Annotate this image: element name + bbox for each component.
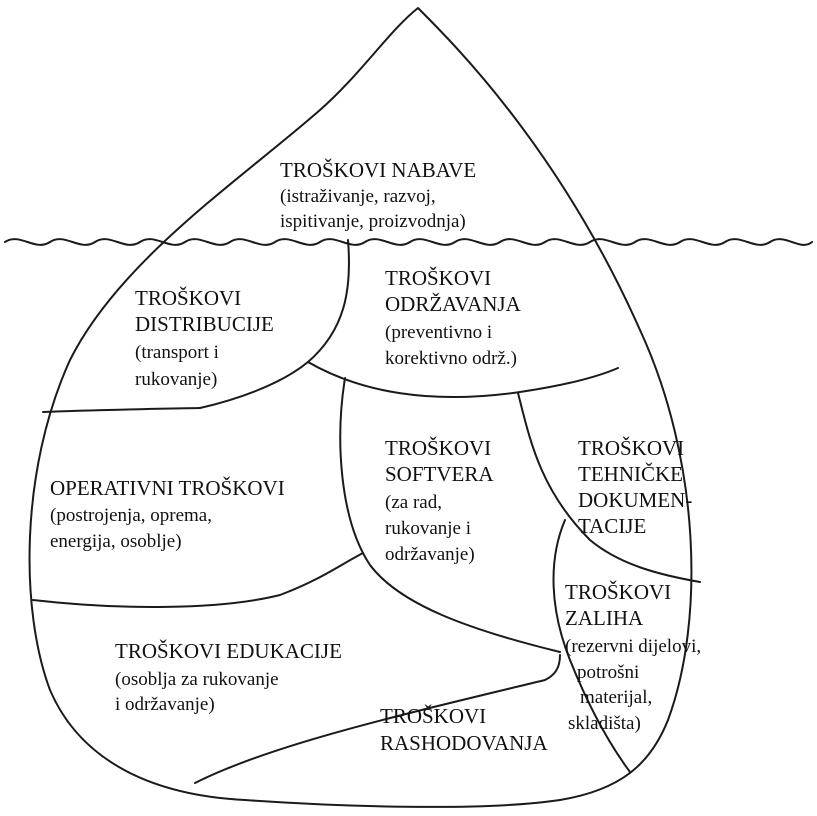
segment-operative-title: OPERATIVNI TROŠKOVI [50,476,285,500]
segment-disposal: TROŠKOVI RASHODOVANJA [380,704,548,755]
segment-operative: OPERATIVNI TROŠKOVI (postrojenja, oprema… [50,476,285,552]
segment-distribution: TROŠKOVI DISTRIBUCIJE (transport i rukov… [135,286,274,390]
segment-stock: TROŠKOVI ZALIHA (rezervni dijelovi, potr… [565,580,701,734]
segment-distribution-title-1: TROŠKOVI [135,286,241,310]
segment-education-title: TROŠKOVI EDUKACIJE [115,639,342,663]
divider-software-documentation [517,392,701,583]
divider-software-left [339,377,561,653]
divider-operative-education [32,552,364,608]
segment-documentation-title-1: TROŠKOVI [578,436,684,460]
segment-maintenance-title-2: ODRŽAVANJA [385,292,522,316]
segment-stock-title-1: TROŠKOVI [565,580,671,604]
segment-operative-line-2: energija, osoblje) [50,531,182,552]
segment-stock-line-3: materijal, [580,687,652,708]
segment-maintenance-line-1: (preventivno i [385,322,492,343]
segment-distribution-line-1: (transport i [135,342,219,363]
segment-education-line-2: i održavanje) [115,694,215,715]
segment-acquisition-line-1: (istraživanje, razvoj, [280,186,436,207]
segment-documentation: TROŠKOVI TEHNIČKE DOKUMEN- TACIJE [578,436,692,538]
segment-software: TROŠKOVI SOFTVERA (za rad, rukovanje i o… [385,436,494,565]
waterline [4,238,813,246]
segment-education: TROŠKOVI EDUKACIJE (osoblja za rukovanje… [115,639,342,715]
segment-acquisition: TROŠKOVI NABAVE (istraživanje, razvoj, i… [280,158,476,232]
divider-distribution-operative [42,407,201,413]
segment-maintenance-line-2: korektivno održ.) [385,348,517,369]
segment-distribution-title-2: DISTRIBUCIJE [135,312,274,336]
segment-software-line-2: rukovanje i [385,518,471,539]
segment-acquisition-line-2: ispitivanje, proizvodnja) [280,211,466,232]
segment-software-title-1: TROŠKOVI [385,436,491,460]
segment-documentation-title-2: TEHNIČKE [578,462,683,486]
segment-software-line-3: održavanje) [385,544,475,565]
segment-stock-title-2: ZALIHA [565,606,644,630]
segment-maintenance-title-1: TROŠKOVI [385,266,491,290]
segment-operative-line-1: (postrojenja, oprema, [50,505,212,526]
divider-maintenance-software [307,361,619,399]
segment-maintenance: TROŠKOVI ODRŽAVANJA (preventivno i korek… [385,266,522,369]
segment-stock-line-2: potrošni [577,662,639,683]
segment-acquisition-title: TROŠKOVI NABAVE [280,158,476,182]
iceberg-outline [28,7,693,808]
segment-disposal-title-1: TROŠKOVI [380,704,486,728]
segment-stock-line-4: skladišta) [568,713,641,734]
divider-education-disposal [194,654,561,784]
segment-education-line-1: (osoblja za rukovanje [115,669,279,690]
divider-stock-left [552,519,631,773]
segment-disposal-title-2: RASHODOVANJA [380,731,548,755]
segment-documentation-title-3: DOKUMEN- [578,488,692,512]
segment-distribution-line-2: rukovanje) [135,369,217,390]
segment-documentation-title-4: TACIJE [578,514,646,538]
segment-software-title-2: SOFTVERA [385,462,494,486]
segment-stock-line-1: (rezervni dijelovi, [565,636,701,657]
segment-software-line-1: (za rad, [385,492,442,513]
